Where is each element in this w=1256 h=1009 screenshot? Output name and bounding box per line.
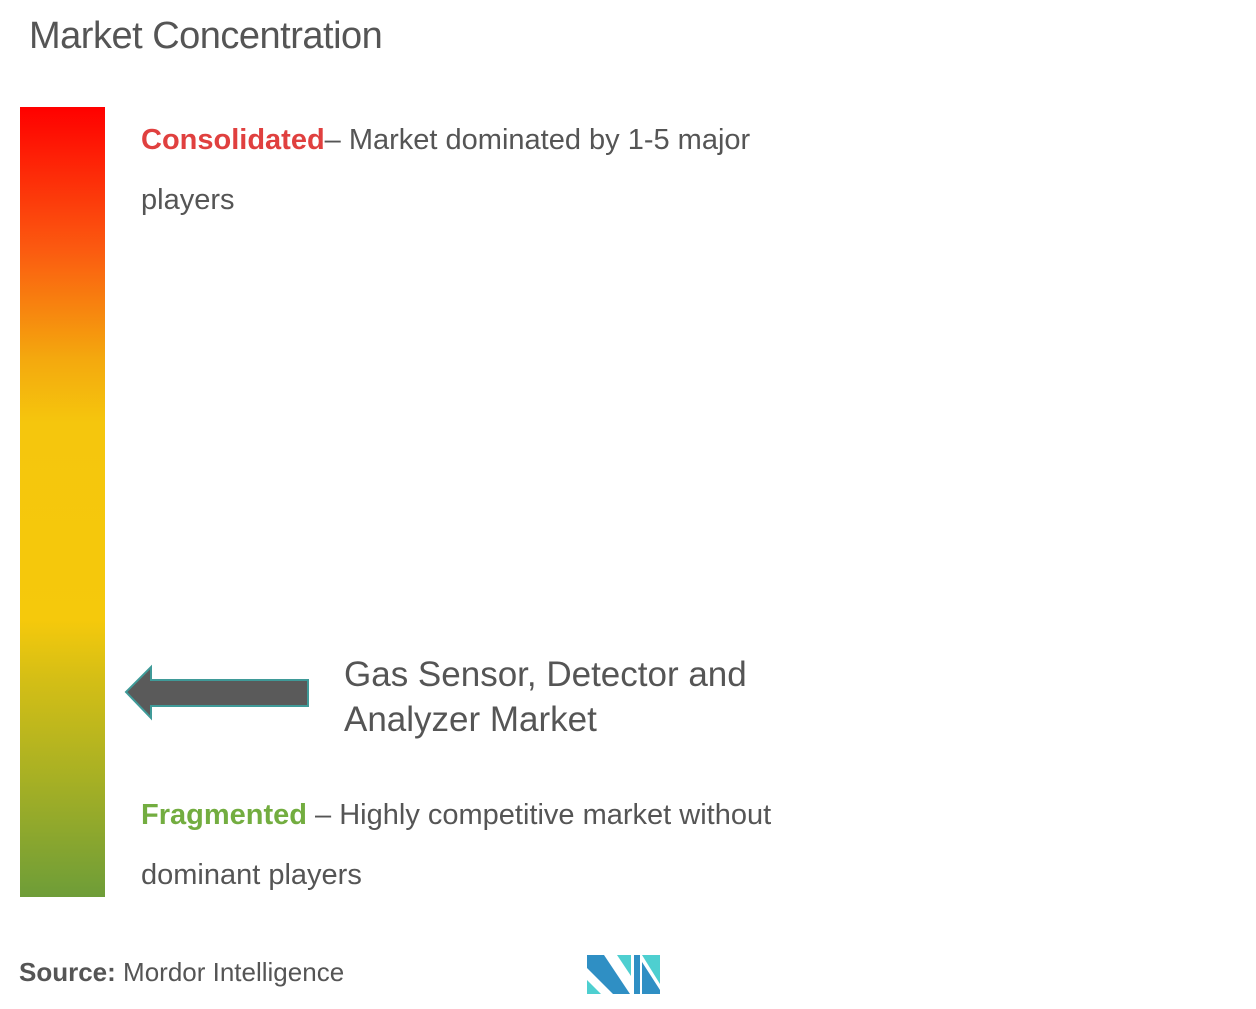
page-title: Market Concentration <box>29 15 383 57</box>
source-value: Mordor Intelligence <box>115 957 345 987</box>
market-name: Gas Sensor, Detector and Analyzer Market <box>344 655 747 739</box>
fragmented-text: – Highly competitive market without domi… <box>141 799 772 891</box>
consolidated-label: Consolidated <box>141 124 325 156</box>
consolidated-text: – Market dominated by 1-5 major players <box>141 124 751 216</box>
source-line: Source: Mordor Intelligence <box>19 957 344 988</box>
concentration-gradient-bar <box>20 107 105 897</box>
fragmented-description: Fragmented – Highly competitive market w… <box>141 785 841 905</box>
arrow-left-icon <box>124 664 309 721</box>
source-label: Source: <box>19 957 116 987</box>
fragmented-label: Fragmented <box>141 799 307 831</box>
mordor-intelligence-logo <box>587 955 660 994</box>
consolidated-description: Consolidated– Market dominated by 1-5 ma… <box>141 110 841 230</box>
